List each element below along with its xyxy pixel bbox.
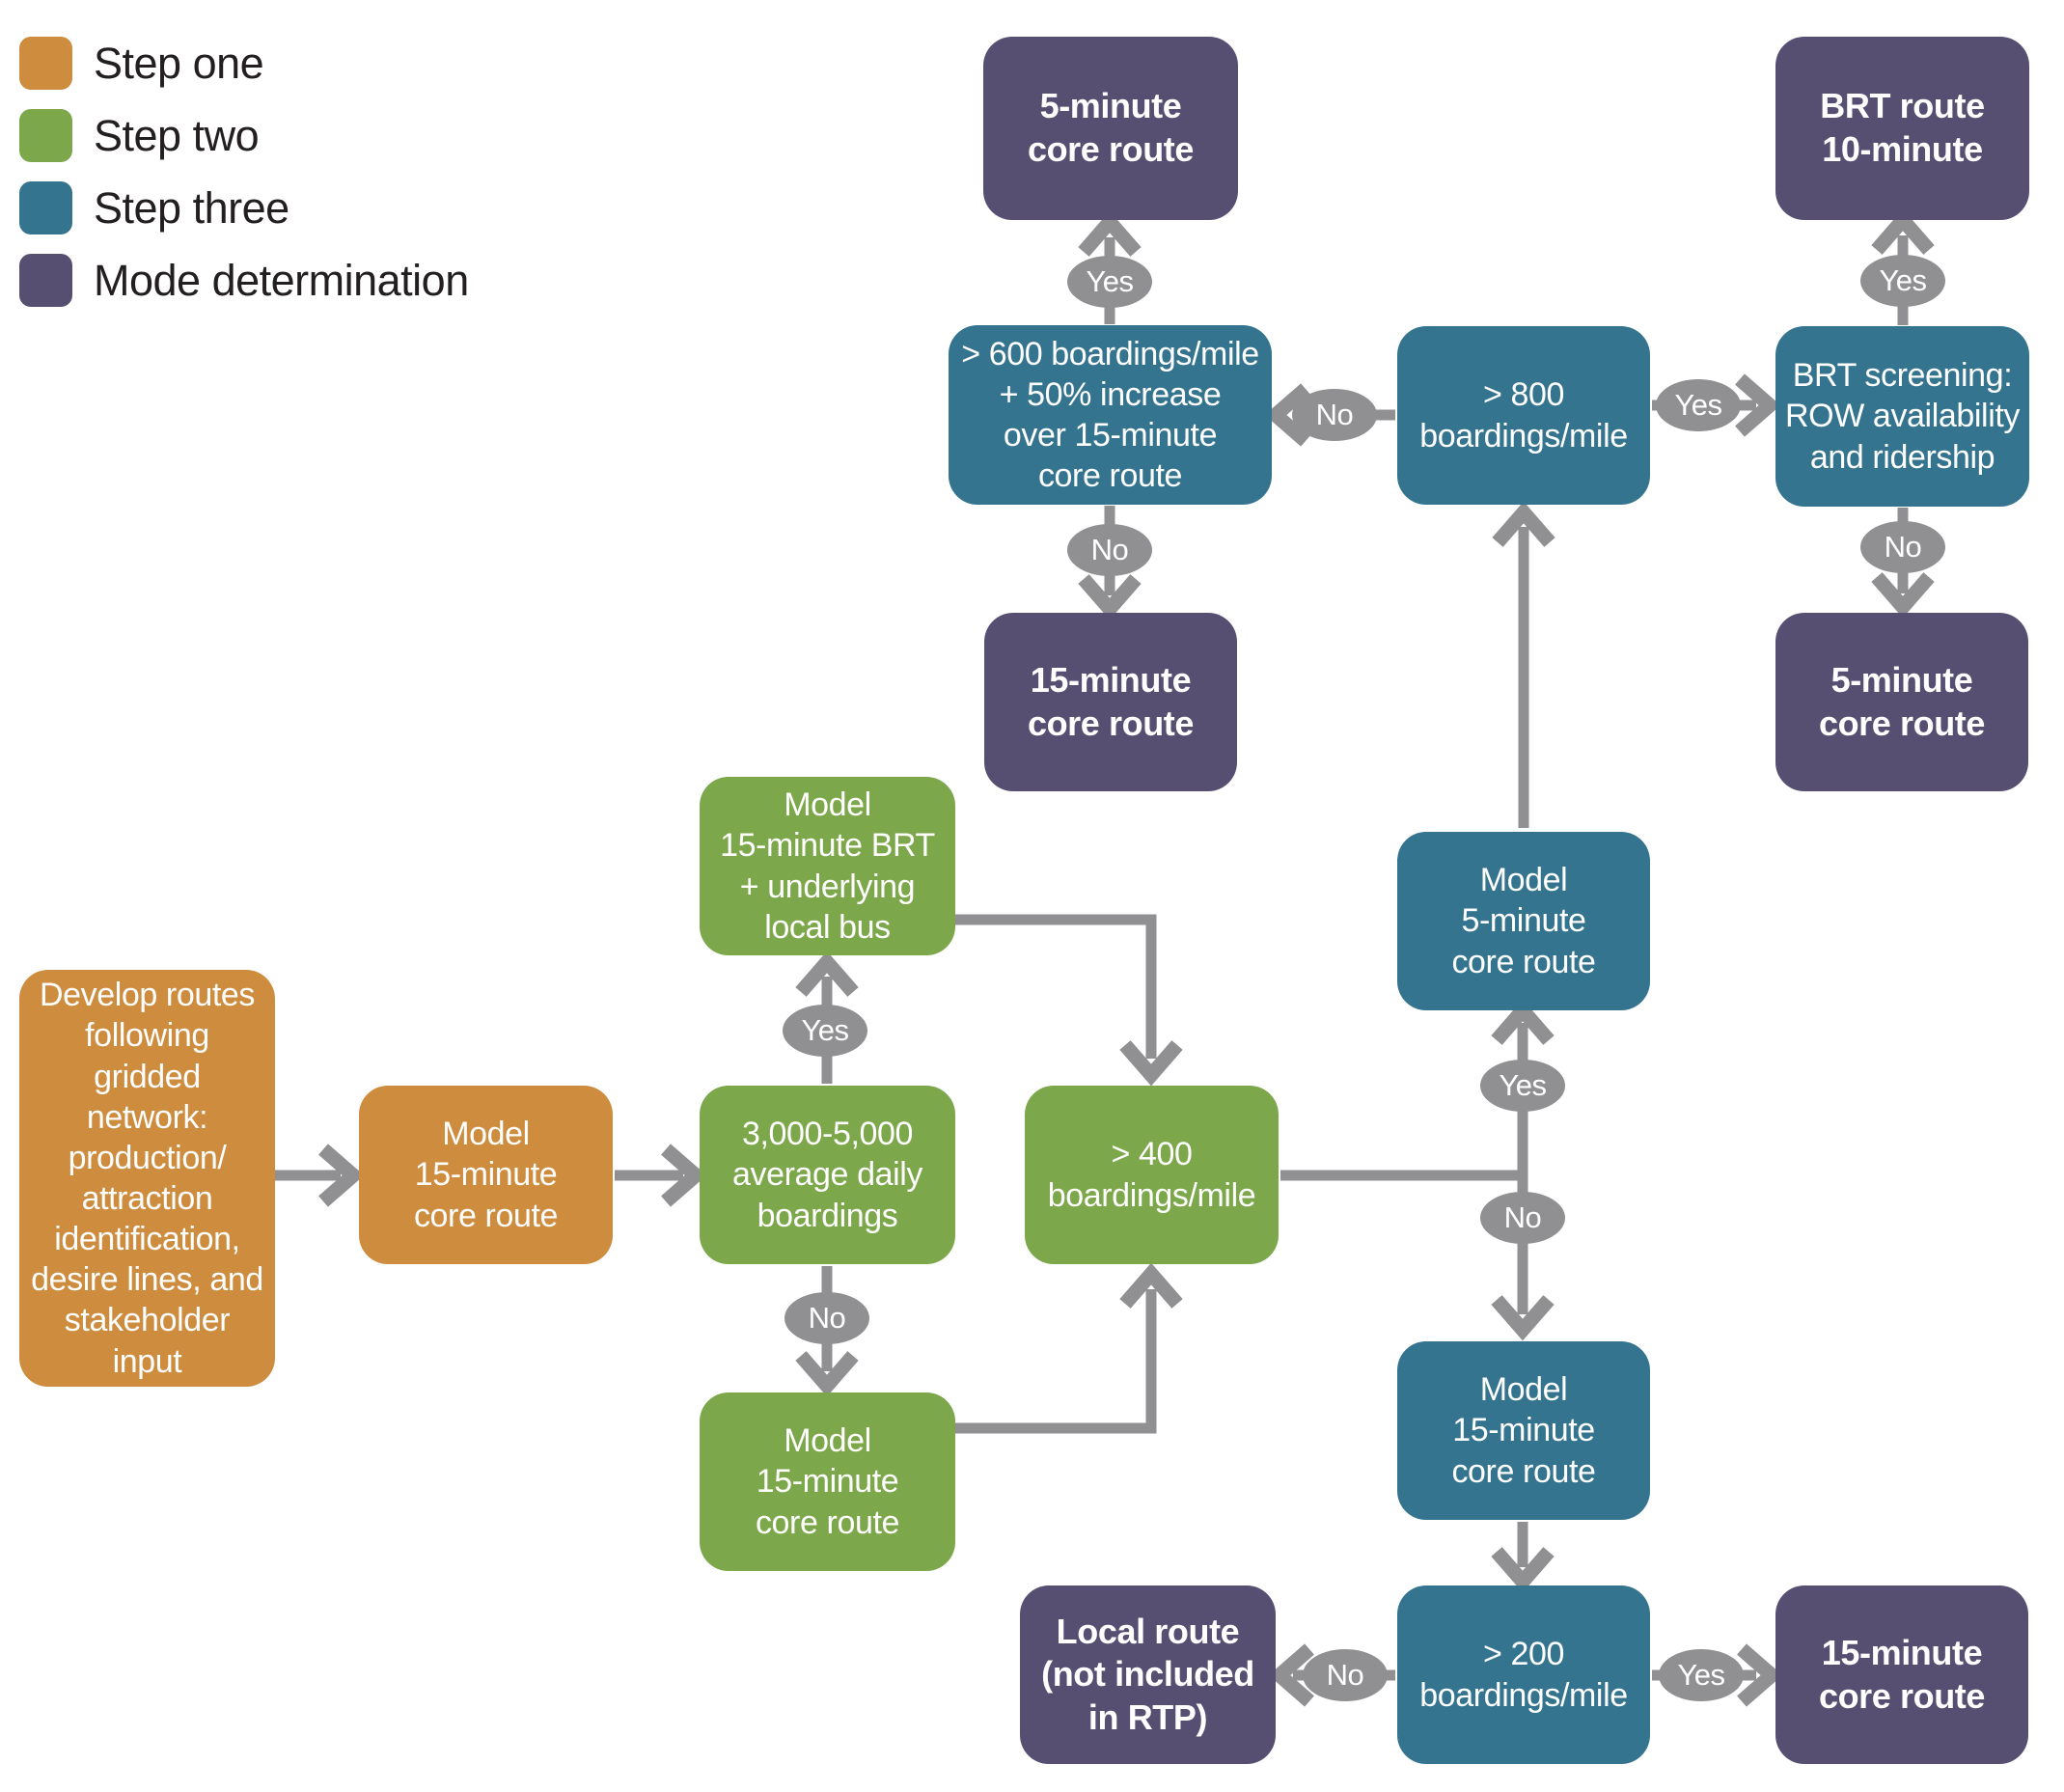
node-5-minute-core-route-right-label: 5-minute core route: [1818, 659, 1986, 743]
node-gt-400-boardings-per-mile-label: > 400 boardings/mile: [1047, 1136, 1256, 1214]
node-model-15-minute-brt: Model 15-minute BRT + underlying local b…: [700, 777, 955, 955]
edge-label-gt200-yes: Yes: [1659, 1649, 1744, 1701]
node-model-5-minute-core-route-label: Model 5-minute core route: [1451, 862, 1596, 980]
node-gt-800-boardings-per-mile-label: > 800 boardings/mile: [1419, 376, 1628, 455]
node-3000-5000-average-daily-boardings: 3,000-5,000 average daily boardings: [700, 1086, 955, 1264]
node-5-minute-core-route-top-label: 5-minute core route: [1027, 86, 1195, 169]
node-model-5-minute-core-route: Model 5-minute core route: [1397, 832, 1650, 1010]
legend-swatch-mode-determination: [19, 254, 72, 307]
node-model-15-minute-core-route-step-two: Model 15-minute core route: [700, 1392, 955, 1571]
node-model-15-minute-core-route-step-three-label: Model 15-minute core route: [1451, 1371, 1596, 1490]
node-15-minute-core-route-mid-label: 15-minute core route: [1027, 659, 1195, 743]
node-local-route-not-in-rtp: Local route (not included in RTP): [1020, 1585, 1276, 1764]
legend-label-step-two: Step two: [94, 110, 260, 160]
node-gt-400-boardings-per-mile: > 400 boardings/mile: [1025, 1086, 1279, 1264]
edge-label-gt400-no: No: [1480, 1192, 1565, 1244]
arrow-gt800-no-head: [1264, 383, 1310, 447]
arrow-develop-to-model15-head: [318, 1144, 365, 1207]
arrow-gt800-yes-head: [1735, 373, 1781, 437]
legend-label-step-three: Step three: [94, 182, 289, 233]
node-15-minute-core-route-bottom: 15-minute core route: [1775, 1585, 2028, 1764]
edge-label-gt200-no: No: [1303, 1649, 1388, 1701]
arrow-screening-yes-head: [1871, 208, 1935, 255]
arrow-gt600-no-head: [1078, 574, 1142, 620]
node-model-15-minute-brt-label: Model 15-minute BRT + underlying local b…: [720, 786, 935, 946]
node-model-15-minute-core-route-step-three: Model 15-minute core route: [1397, 1341, 1650, 1520]
arrow-gt600-yes-head: [1078, 210, 1142, 257]
node-gt-600-boardings-per-mile: > 600 boardings/mile + 50% increase over…: [949, 325, 1272, 505]
edge-label-screening-no: No: [1860, 521, 1945, 573]
node-local-route-not-in-rtp-label: Local route (not included in RTP): [1041, 1611, 1254, 1737]
legend-label-step-one: Step one: [94, 38, 264, 88]
arrow-boardings-no-head: [795, 1351, 859, 1397]
arrow-green15-to-gt400-head: [1119, 1262, 1183, 1309]
node-model-15-minute-core-route-step-two-label: Model 15-minute core route: [755, 1422, 900, 1541]
arrow-brt-to-gt400-shaft: [955, 914, 1157, 1059]
legend-item-mode-determination: Mode determination: [19, 254, 469, 307]
arrow-screening-no-head: [1871, 572, 1935, 619]
node-5-minute-core-route-right: 5-minute core route: [1775, 613, 2028, 791]
node-gt-600-boardings-per-mile-label: > 600 boardings/mile + 50% increase over…: [961, 335, 1259, 495]
arrow-model15-to-boardings-head: [661, 1144, 707, 1207]
node-model-15-minute-core-route-step-one: Model 15-minute core route: [359, 1086, 613, 1264]
node-15-minute-core-route-mid: 15-minute core route: [984, 613, 1237, 791]
legend-swatch-step-three: [19, 181, 72, 234]
edge-label-boardings-yes: Yes: [783, 1005, 867, 1057]
arrow-green15-to-gt400-shaft: [955, 1289, 1157, 1434]
edge-label-gt600-yes: Yes: [1067, 256, 1152, 308]
arrow-gt200-no-head: [1268, 1643, 1314, 1707]
edge-label-gt800-yes: Yes: [1656, 379, 1741, 431]
node-15-minute-core-route-bottom-label: 15-minute core route: [1818, 1632, 1986, 1716]
legend-item-step-three: Step three: [19, 181, 469, 234]
node-brt-screening: BRT screening: ROW availability and ride…: [1775, 326, 2029, 507]
node-gt-800-boardings-per-mile: > 800 boardings/mile: [1397, 326, 1650, 505]
node-gt-200-boardings-per-mile: > 200 boardings/mile: [1397, 1585, 1650, 1764]
arrow-model15teal-to-gt200-head: [1491, 1547, 1555, 1593]
node-3000-5000-average-daily-boardings-label: 3,000-5,000 average daily boardings: [731, 1116, 923, 1234]
legend-label-mode-determination: Mode determination: [94, 255, 469, 305]
node-brt-screening-label: BRT screening: ROW availability and ride…: [1785, 357, 2020, 476]
arrow-brt-to-gt400-head: [1119, 1040, 1183, 1087]
edge-label-screening-yes: Yes: [1860, 255, 1945, 307]
legend-item-step-two: Step two: [19, 109, 469, 162]
arrow-gt400-yes-head: [1491, 999, 1555, 1045]
arrow-gt200-yes-head: [1737, 1643, 1783, 1707]
arrow-model5-to-gt800-head: [1492, 501, 1555, 547]
legend-item-step-one: Step one: [19, 37, 469, 90]
edge-label-gt600-no: No: [1067, 524, 1152, 576]
node-develop-routes: Develop routes following gridded network…: [19, 970, 275, 1387]
node-brt-route-10-minute-label: BRT route 10-minute: [1820, 86, 1985, 169]
node-brt-route-10-minute: BRT route 10-minute: [1775, 37, 2029, 220]
edge-label-boardings-no: No: [784, 1292, 869, 1344]
arrow-boardings-yes-head: [795, 951, 859, 997]
node-5-minute-core-route-top: 5-minute core route: [983, 37, 1238, 220]
arrow-gt400-no-head: [1491, 1295, 1555, 1341]
legend: Step one Step two Step three Mode determ…: [19, 37, 469, 307]
node-gt-200-boardings-per-mile-label: > 200 boardings/mile: [1419, 1636, 1628, 1714]
node-model-15-minute-core-route-step-one-label: Model 15-minute core route: [413, 1116, 559, 1234]
legend-swatch-step-two: [19, 109, 72, 162]
node-develop-routes-label: Develop routes following gridded network…: [31, 977, 263, 1380]
edge-label-gt400-yes: Yes: [1480, 1060, 1565, 1112]
legend-swatch-step-one: [19, 37, 72, 90]
edge-label-gt800-no: No: [1292, 389, 1377, 441]
